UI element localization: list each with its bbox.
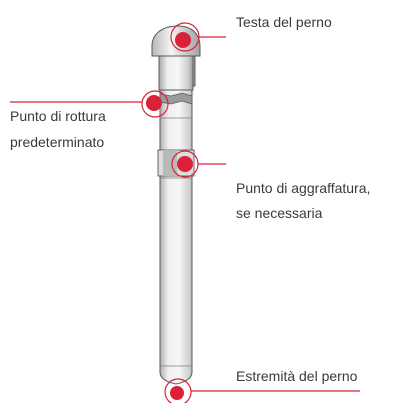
marker-dot [146, 95, 162, 111]
label-crimp-point-line1: Punto di aggraffatura, [236, 180, 371, 196]
pin [151, 25, 201, 385]
label-pin-end: Estremità del perno [236, 368, 358, 384]
marker-ring [141, 90, 169, 118]
label-pin-head: Testa del perno [236, 14, 332, 30]
label-break-point-line1: Punto di rottura [10, 108, 106, 124]
callout-pin-head [170, 22, 226, 52]
callout-break-point [10, 90, 169, 118]
label-break-point-line2: predeterminato [10, 134, 105, 150]
marker-dot [175, 32, 191, 48]
marker-dot [170, 386, 184, 400]
marker-ring [164, 378, 192, 403]
label-crimp-point-line2: se necessaria [236, 205, 323, 221]
callout-pin-end [164, 378, 360, 403]
marker-dot [177, 156, 193, 172]
callout-crimp-point [171, 150, 226, 178]
pin-shaft [158, 47, 196, 385]
